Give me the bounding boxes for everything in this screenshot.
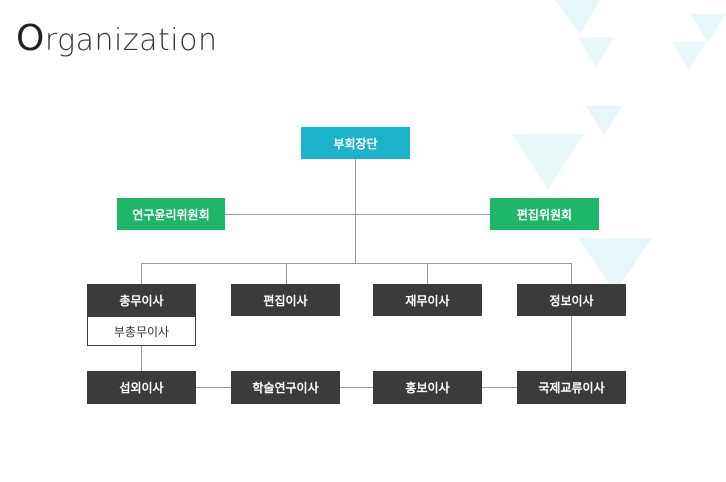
general-affairs-director-box: 총무이사 (87, 284, 196, 316)
title-rest: rganization (44, 23, 218, 58)
international-exchange-director-box: 국제교류이사 (517, 371, 626, 404)
external-relations-director-box: 섭외이사 (87, 371, 196, 404)
research-ethics-committee-box: 연구윤리위원회 (117, 198, 225, 230)
title-initial: O (16, 18, 45, 59)
information-director-box: 정보이사 (517, 284, 626, 316)
publicity-director-box: 홍보이사 (373, 371, 482, 404)
editing-director-box: 편집이사 (231, 284, 340, 316)
deputy-general-affairs-director-box: 부총무이사 (87, 316, 196, 346)
finance-director-box: 재무이사 (373, 284, 482, 316)
vice-president-group-box: 부회장단 (301, 127, 410, 159)
academic-research-director-box: 학술연구이사 (231, 371, 340, 404)
editorial-committee-box: 편집위원회 (490, 198, 599, 230)
page-title: Organization (16, 18, 217, 59)
